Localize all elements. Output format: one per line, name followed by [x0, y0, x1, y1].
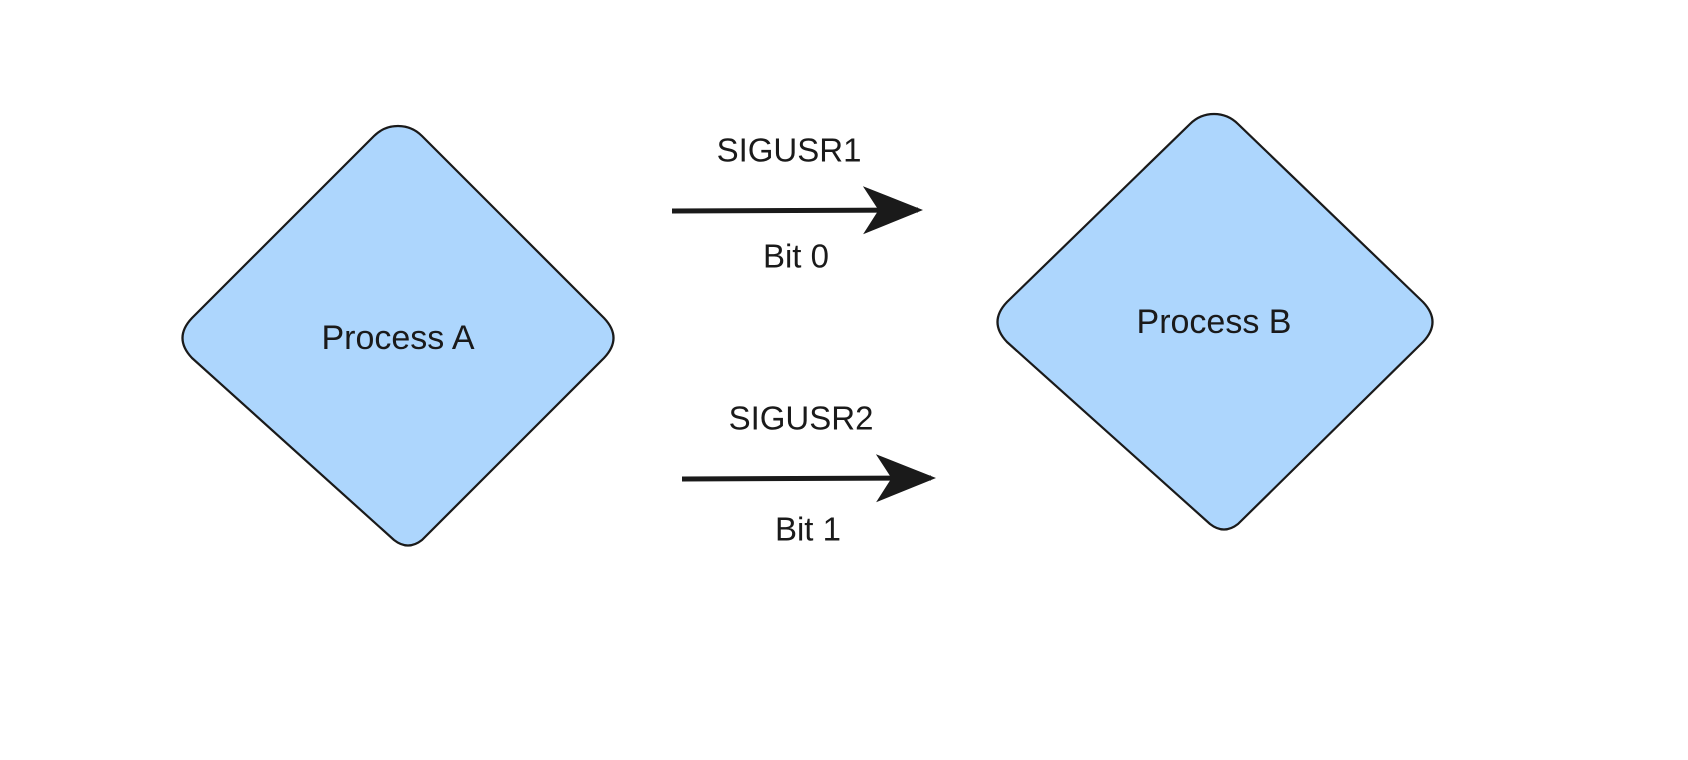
edge-label-sigusr1-bottom: Bit 0: [763, 238, 829, 275]
edge-label-sigusr2-top: SIGUSR2: [729, 400, 874, 437]
edge-sigusr1[interactable]: SIGUSR1 Bit 0: [671, 132, 923, 275]
diamond-shape-process-b[interactable]: [996, 112, 1434, 531]
edge-line-sigusr1[interactable]: [671, 186, 923, 235]
node-label-process-a: Process A: [321, 319, 474, 357]
node-process-a[interactable]: Process A: [181, 124, 615, 547]
edge-label-sigusr2-bottom: Bit 1: [775, 511, 841, 548]
node-label-process-b: Process B: [1137, 303, 1292, 341]
edge-line-sigusr2[interactable]: [681, 454, 936, 503]
node-process-b[interactable]: Process B: [996, 112, 1434, 531]
diamond-shape-process-a[interactable]: [181, 124, 615, 547]
edge-label-sigusr1-top: SIGUSR1: [717, 132, 862, 169]
edge-sigusr2[interactable]: SIGUSR2 Bit 1: [681, 400, 936, 548]
